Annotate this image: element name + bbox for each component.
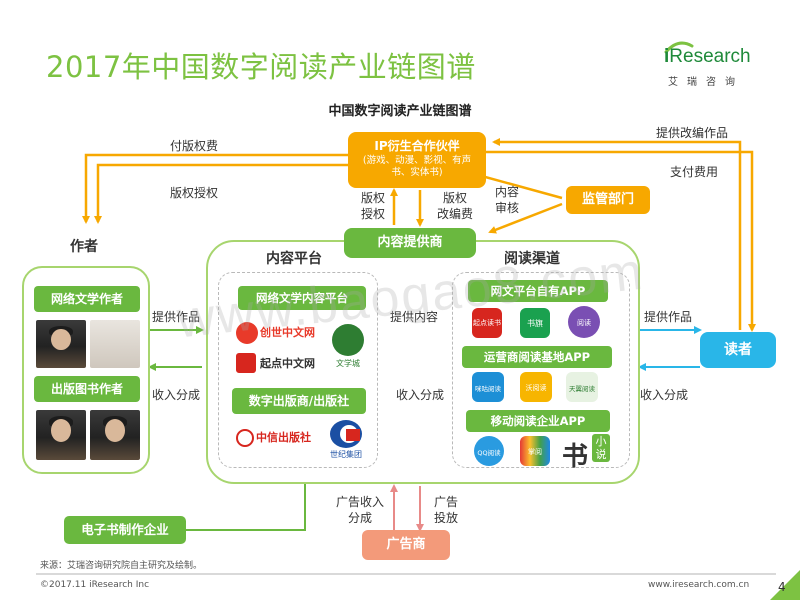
ip-partner-detail: (游戏、动漫、影视、有声书、实体书) <box>362 155 472 178</box>
logo-wordmark: iResearch <box>664 46 751 67</box>
ebook-arrow <box>170 482 306 534</box>
label-revenue-share-reader: 收入分成 <box>640 388 689 402</box>
label-license: 版权授权 <box>170 186 219 200</box>
iresearch-logo: iResearch 艾瑞咨询 <box>662 41 762 94</box>
label-revenue-share-channel: 收入分成 <box>396 388 445 402</box>
author-panel: 网络文学作者 出版图书作者 <box>22 266 150 474</box>
digital-publishers-label: 数字出版商/出版社 <box>232 388 366 414</box>
diagram-title: 中国数字阅读产业链图谱 <box>328 104 472 119</box>
carrier-apps-label: 运营商阅读基地APP <box>462 346 612 368</box>
content-provider-box: 内容提供商 <box>344 228 476 258</box>
shuqi-app-logo: 书旗 <box>520 308 550 338</box>
label-pay-royalty: 付版权费 <box>170 139 219 153</box>
channel-reader-arrows <box>638 326 702 371</box>
writer-photo-2 <box>90 320 140 368</box>
mobile-apps-label: 移动阅读企业APP <box>466 410 610 432</box>
reader-box: 读者 <box>700 332 776 368</box>
logo-chinese: 艾瑞咨询 <box>668 77 744 88</box>
label-pay-fee: 支付费用 <box>670 165 719 179</box>
label-adaptation-fee: 版权改编费 <box>436 191 473 221</box>
copyright: ©2017.11 iResearch Inc <box>40 580 150 590</box>
reading-channel-area <box>452 272 630 468</box>
label-ad-revenue-share: 广告收入分成 <box>335 495 384 525</box>
reader-ip-arrows <box>486 138 756 332</box>
label-provide-works-reader: 提供作品 <box>644 310 693 324</box>
online-lit-platform-label: 网络文学内容平台 <box>238 286 366 310</box>
writer-photo-1 <box>36 320 86 368</box>
regulator-box: 监管部门 <box>566 186 650 214</box>
book-authors-label: 出版图书作者 <box>34 376 140 402</box>
author-platform-arrows <box>148 326 204 371</box>
qq-reading-app-logo: QQ阅读 <box>474 436 504 466</box>
page-number: 4 <box>778 580 786 594</box>
fairy-app-logo: 阅读 <box>568 306 600 338</box>
label-provide-works-author: 提供作品 <box>152 310 201 324</box>
migu-app-logo: 咪咕阅读 <box>472 372 504 402</box>
regulator-arrows <box>476 172 563 234</box>
label-provide-adapted: 提供改编作品 <box>656 126 729 140</box>
chuangshi-logo: 创世中文网 <box>236 320 320 346</box>
shiji-group-logo: 世纪集团 <box>326 420 366 460</box>
content-platform-heading: 内容平台 <box>266 251 322 267</box>
citic-press-logo: 中信出版社 <box>236 426 316 452</box>
label-provide-content: 提供内容 <box>390 310 439 324</box>
label-copyright-grant: 版权授权 <box>360 191 385 221</box>
source-note: 来源：艾瑞咨询研究院自主研究及绘制。 <box>40 561 203 571</box>
logo-swoosh-icon <box>664 41 694 54</box>
content-platform-area <box>218 272 378 468</box>
shu-xiaoshuo-app-logo: 书 小说 <box>562 432 620 472</box>
author-photo-1 <box>36 410 86 460</box>
reading-channel-heading: 阅读渠道 <box>504 251 560 267</box>
qidian-app-logo: 起点读书 <box>472 308 502 338</box>
slide-title: 2017年中国数字阅读产业链图谱 <box>46 50 476 84</box>
ip-partner-title: IP衍生合作伙伴 <box>374 139 460 153</box>
ebook-maker-box: 电子书制作企业 <box>64 516 186 544</box>
label-content-review: 内容审核 <box>494 185 519 215</box>
advertiser-box: 广告商 <box>362 530 450 560</box>
wo-app-logo: 沃阅读 <box>520 372 552 402</box>
footer-url: www.iresearch.com.cn <box>648 580 750 590</box>
zhangyue-app-logo: 掌阅 <box>520 436 550 466</box>
label-revenue-share-author: 收入分成 <box>152 388 201 402</box>
qidian-logo: 起点中文网 <box>236 352 326 376</box>
online-writers-label: 网络文学作者 <box>34 286 140 312</box>
advertiser-arrows <box>390 484 424 532</box>
label-ad-placement: 广告投放 <box>433 495 458 525</box>
wenxuecheng-logo: 文学城 <box>328 322 368 374</box>
ip-provider-arrows <box>390 188 424 227</box>
own-apps-label: 网文平台自有APP <box>468 280 608 302</box>
ip-partner-box: IP衍生合作伙伴 (游戏、动漫、影视、有声书、实体书) <box>348 132 486 188</box>
author-photo-2 <box>90 410 140 460</box>
ip-to-author-arrows <box>82 153 348 224</box>
author-heading: 作者 <box>70 239 98 255</box>
tianyi-app-logo: 天翼阅读 <box>566 372 598 402</box>
